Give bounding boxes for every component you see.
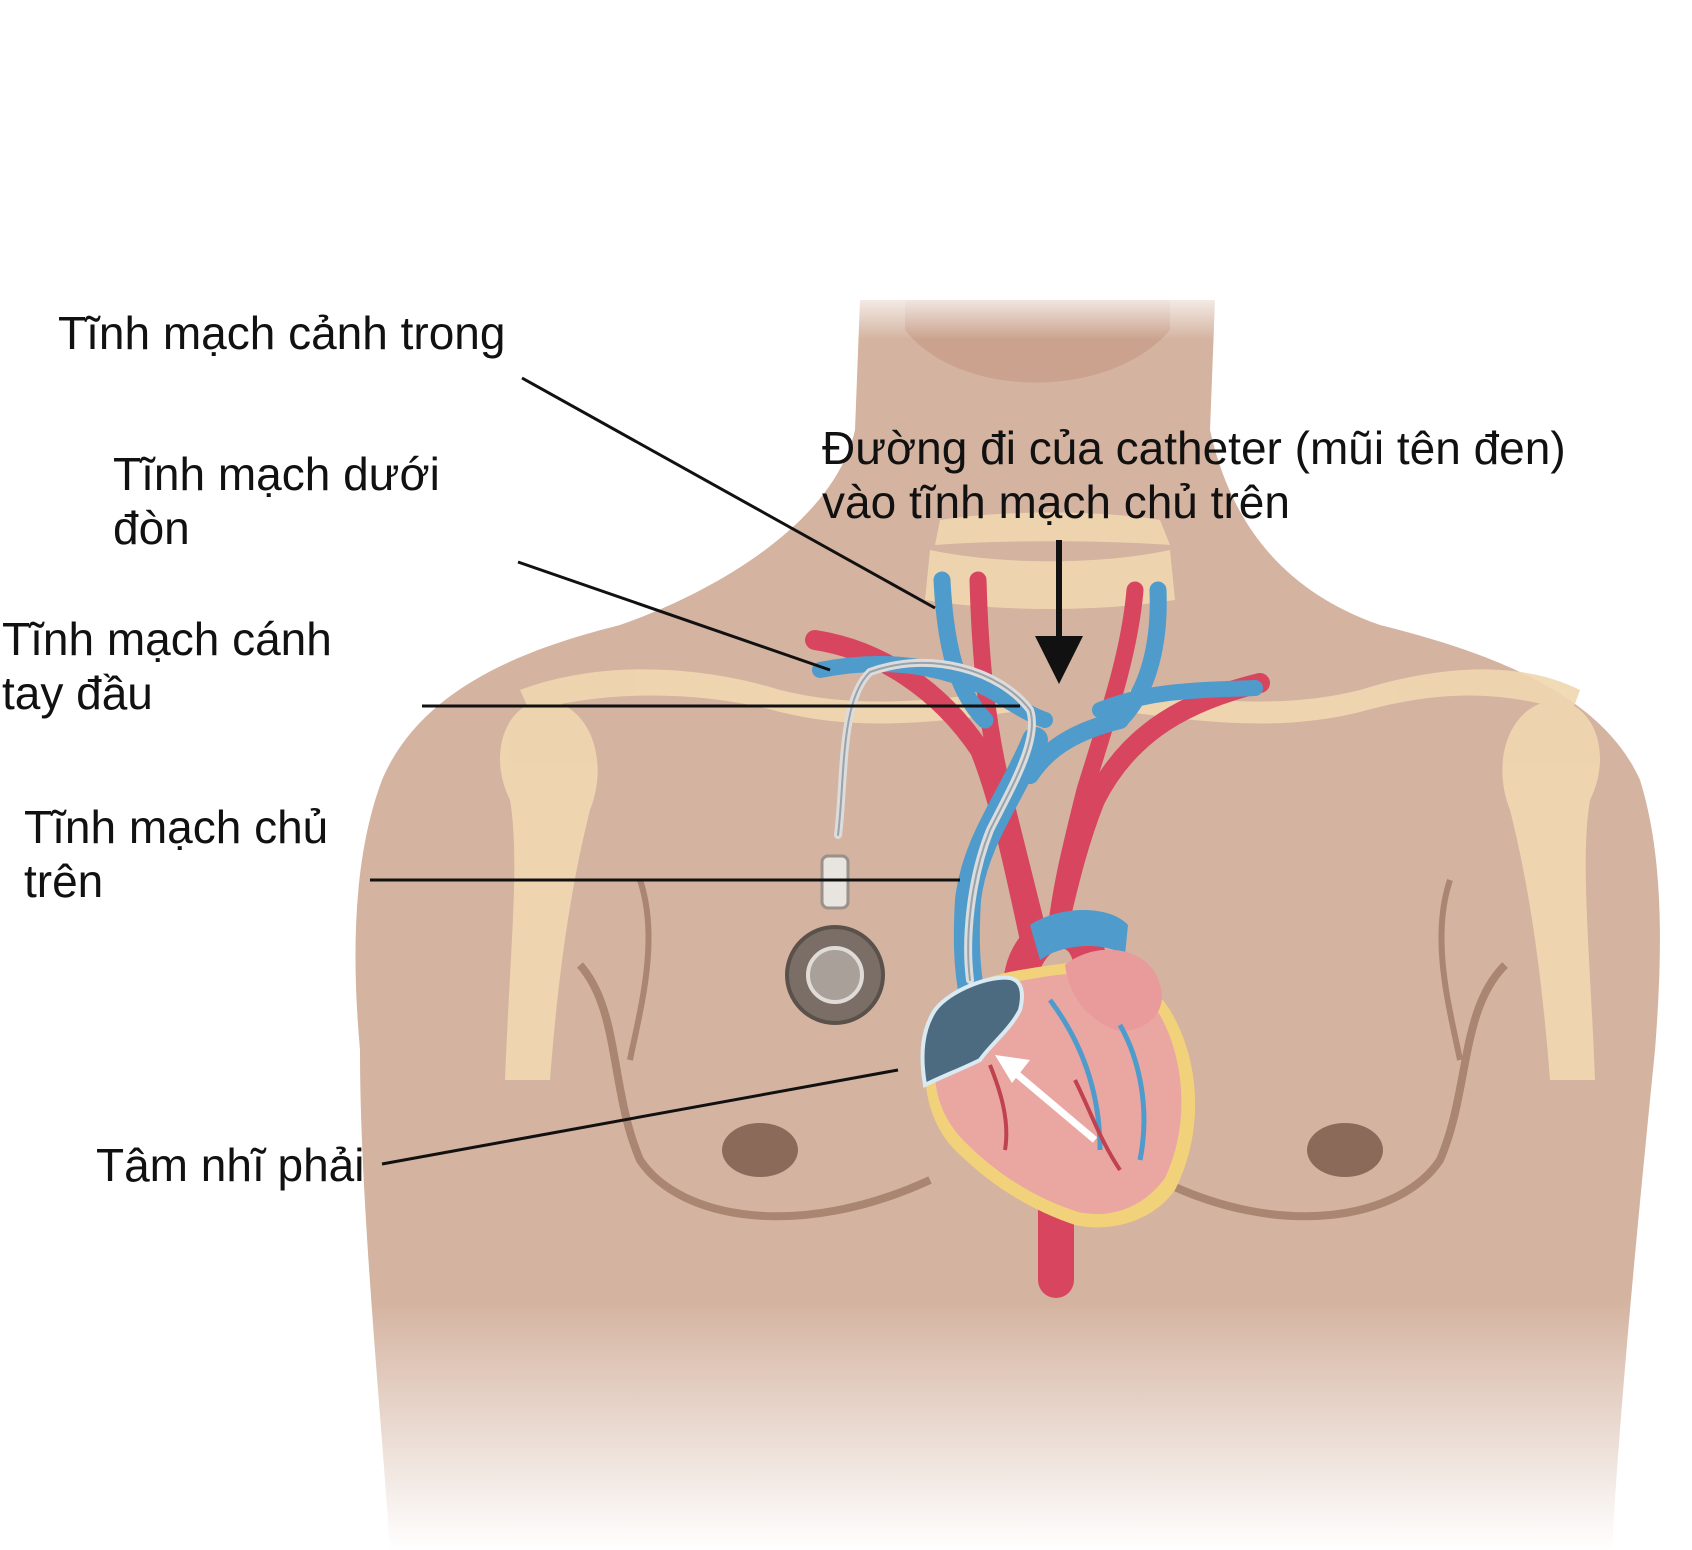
left-internal-jugular-vein <box>1111 581 1167 729</box>
hyoid-larynx <box>935 512 1170 545</box>
right-humerus <box>1502 700 1600 1080</box>
pulmonary-trunk <box>1030 910 1128 960</box>
label-line: Tâm nhĩ phải <box>96 1139 365 1191</box>
label-internal-jugular-vein: Tĩnh mạch cảnh trong <box>58 306 505 360</box>
left-humerus <box>500 700 598 1080</box>
left-clavicle <box>520 669 1012 724</box>
implanted-port <box>785 854 885 1025</box>
right-armpit <box>1438 879 1463 1061</box>
label-line: Đường đi của catheter (mũi tên đen) <box>822 422 1566 474</box>
body-silhouette <box>355 300 1660 1550</box>
right-atrium <box>920 975 1024 1088</box>
bottom-fade <box>0 1300 1692 1550</box>
right-auricle <box>1065 949 1162 1031</box>
label-line: Tĩnh mạch cánh <box>2 613 332 665</box>
port-connector <box>820 854 850 910</box>
white-arrow-shaft <box>1009 1067 1098 1143</box>
label-line: đòn <box>113 502 190 554</box>
white-arrow-head <box>995 1055 1030 1083</box>
leader-lines <box>370 376 1083 1166</box>
label-superior-vena-cava: Tĩnh mạch chủ trên <box>24 800 328 908</box>
right-subclavian-vein <box>812 656 1053 728</box>
coronary-artery-2 <box>1073 1079 1122 1172</box>
right-pec-contour <box>1158 962 1508 1221</box>
left-pec-contour <box>576 962 932 1221</box>
left-nipple <box>722 1123 798 1177</box>
coronary-artery-1 <box>988 1064 1009 1151</box>
right-nipple <box>1307 1123 1383 1177</box>
label-line: vào tĩnh mạch chủ trên <box>822 476 1290 528</box>
label-line: trên <box>24 855 104 907</box>
label-line: Tĩnh mạch cảnh trong <box>58 307 506 359</box>
heart <box>920 910 1196 1228</box>
label-line: Tĩnh mạch chủ <box>24 801 329 853</box>
label-catheter-path: Đường đi của catheter (mũi tên đen) vào … <box>822 421 1566 529</box>
leader-internal-jugular <box>521 376 936 610</box>
coronary-vein-2 <box>1117 1023 1147 1161</box>
port-septum <box>806 946 864 1004</box>
left-subclavian-vein <box>1092 680 1263 718</box>
left-subclavian-artery <box>1045 673 1270 950</box>
right-internal-jugular-vein <box>933 571 994 729</box>
skeleton <box>500 512 1600 1080</box>
label-line: Tĩnh mạch dưới <box>113 448 440 500</box>
left-armpit <box>627 879 652 1061</box>
catheter-outline <box>837 661 1033 981</box>
label-subclavian-vein: Tĩnh mạch dưới đòn <box>113 447 440 555</box>
label-brachiocephalic-vein: Tĩnh mạch cánh tay đầu <box>2 612 332 720</box>
top-fade <box>0 285 1692 340</box>
trachea-rings <box>925 550 1175 609</box>
leader-right-atrium <box>381 1068 899 1166</box>
label-right-atrium: Tâm nhĩ phải <box>96 1138 364 1192</box>
label-line: tay đầu <box>2 667 153 719</box>
right-clavicle <box>1128 669 1580 724</box>
leader-subclavian <box>517 560 831 672</box>
